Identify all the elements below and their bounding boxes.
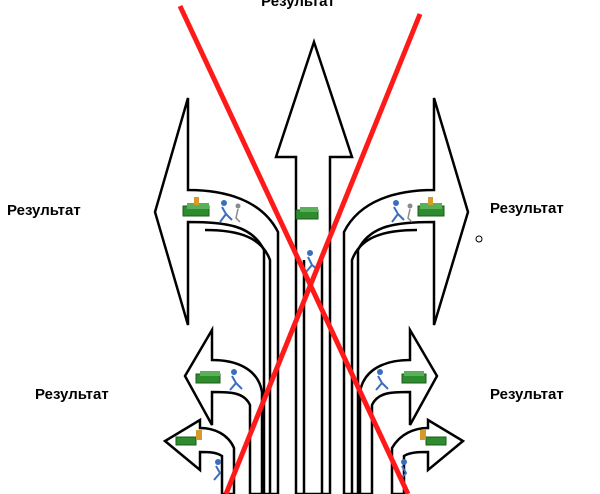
label-right-upper: Результат <box>490 200 564 217</box>
label-top: Результат <box>261 0 335 10</box>
small-circle-icon <box>476 236 482 242</box>
central-up-arrow <box>276 42 352 494</box>
people-figures-icon <box>214 459 221 480</box>
label-left-upper: Результат <box>7 202 81 219</box>
label-right-lower: Результат <box>490 386 564 403</box>
label-left-lower: Результат <box>35 386 109 403</box>
money-stack-icon <box>402 371 426 383</box>
